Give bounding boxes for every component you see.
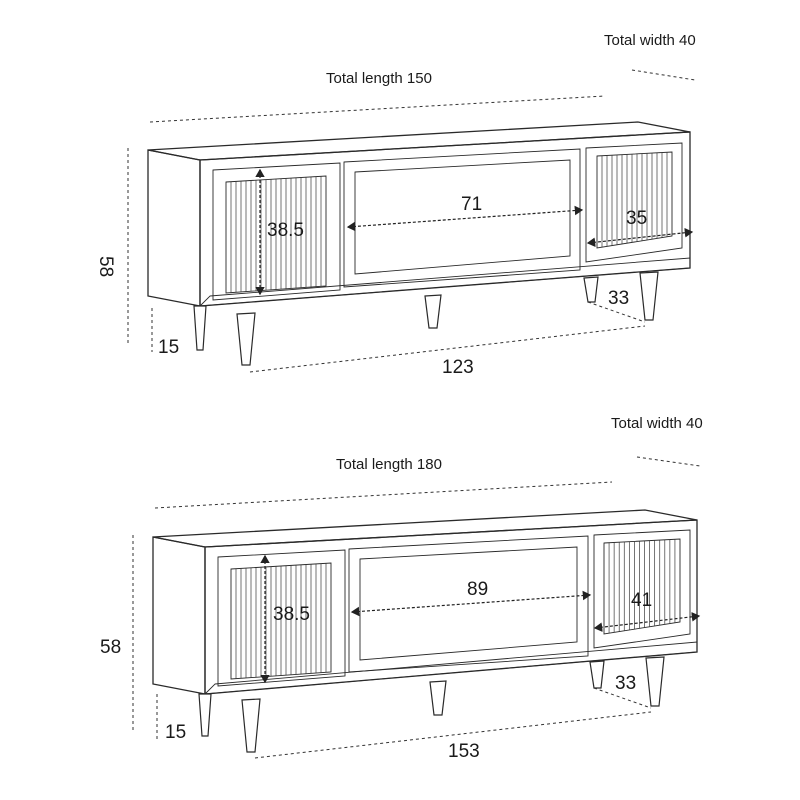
cabinet-side <box>152 536 206 695</box>
leg-back-center <box>429 680 447 716</box>
bottom-length-guide-line <box>249 325 646 373</box>
bottom-length-label: 153 <box>448 741 480 762</box>
right-cabinet-width-label: 41 <box>631 590 652 611</box>
length-guide-line <box>154 481 613 509</box>
cabinet-top <box>147 121 691 161</box>
center-flap <box>348 535 589 673</box>
left-door <box>217 549 346 687</box>
height-label: 58 <box>100 637 121 658</box>
cabinet-top <box>152 509 698 548</box>
bottom-length-label: 123 <box>442 357 474 378</box>
width-arrow-right-cabinet <box>586 227 694 248</box>
leg-back-right <box>583 276 599 303</box>
depth-guide-line <box>593 687 652 709</box>
width-arrow-right-cabinet <box>593 612 701 632</box>
bottom-length-guide-line <box>254 711 652 759</box>
left-door-slats <box>235 563 327 679</box>
leg-front-right <box>639 271 659 321</box>
cabinet-180-drawing: Total width 40 Total length 180 58 15 38… <box>100 415 703 762</box>
leg-front-left <box>193 305 207 351</box>
leg-back-center <box>424 294 442 329</box>
center-glass <box>359 546 578 661</box>
cabinet-base <box>198 257 691 307</box>
width-guide-line <box>636 456 701 467</box>
right-door-panel <box>603 538 681 635</box>
cabinet-side <box>147 149 201 307</box>
depth-label: 33 <box>608 288 629 309</box>
depth-guide-line <box>587 301 646 323</box>
cabinet-base <box>203 641 698 695</box>
right-door-slats <box>601 152 668 248</box>
depth-label: 33 <box>615 673 636 694</box>
cabinet-150-drawing: Total width 40 Total length 150 58 15 38… <box>95 32 696 378</box>
center-flap <box>343 148 581 288</box>
left-door-panel <box>230 562 332 680</box>
right-door-panel <box>596 151 673 249</box>
leg-height-label: 15 <box>158 337 179 358</box>
right-door <box>585 142 683 263</box>
leg-front-mid-left <box>236 312 256 366</box>
leg-front-mid-left <box>241 698 261 753</box>
width-arrow-center <box>346 205 584 232</box>
right-door-slats <box>608 539 676 634</box>
center-glass <box>354 159 571 275</box>
total-width-label: Total width 40 <box>604 32 696 49</box>
leg-front-right <box>645 656 665 707</box>
left-door-panel <box>225 175 327 294</box>
total-length-label: Total length 150 <box>326 70 432 87</box>
left-cabinet-height-label: 38.5 <box>267 220 304 241</box>
left-door <box>212 162 341 301</box>
width-guide-line <box>631 69 696 81</box>
center-width-label: 71 <box>461 194 482 215</box>
right-door <box>593 529 691 649</box>
height-label: 58 <box>95 256 116 277</box>
leg-front-left <box>198 693 212 737</box>
leg-height-label: 15 <box>165 722 186 743</box>
length-guide-line <box>149 95 606 123</box>
total-width-label: Total width 40 <box>611 415 703 432</box>
left-cabinet-height-label: 38.5 <box>273 604 310 625</box>
leg-back-right <box>589 660 605 689</box>
total-length-label: Total length 180 <box>336 456 442 473</box>
center-width-label: 89 <box>467 579 488 600</box>
right-cabinet-width-label: 35 <box>626 208 647 229</box>
